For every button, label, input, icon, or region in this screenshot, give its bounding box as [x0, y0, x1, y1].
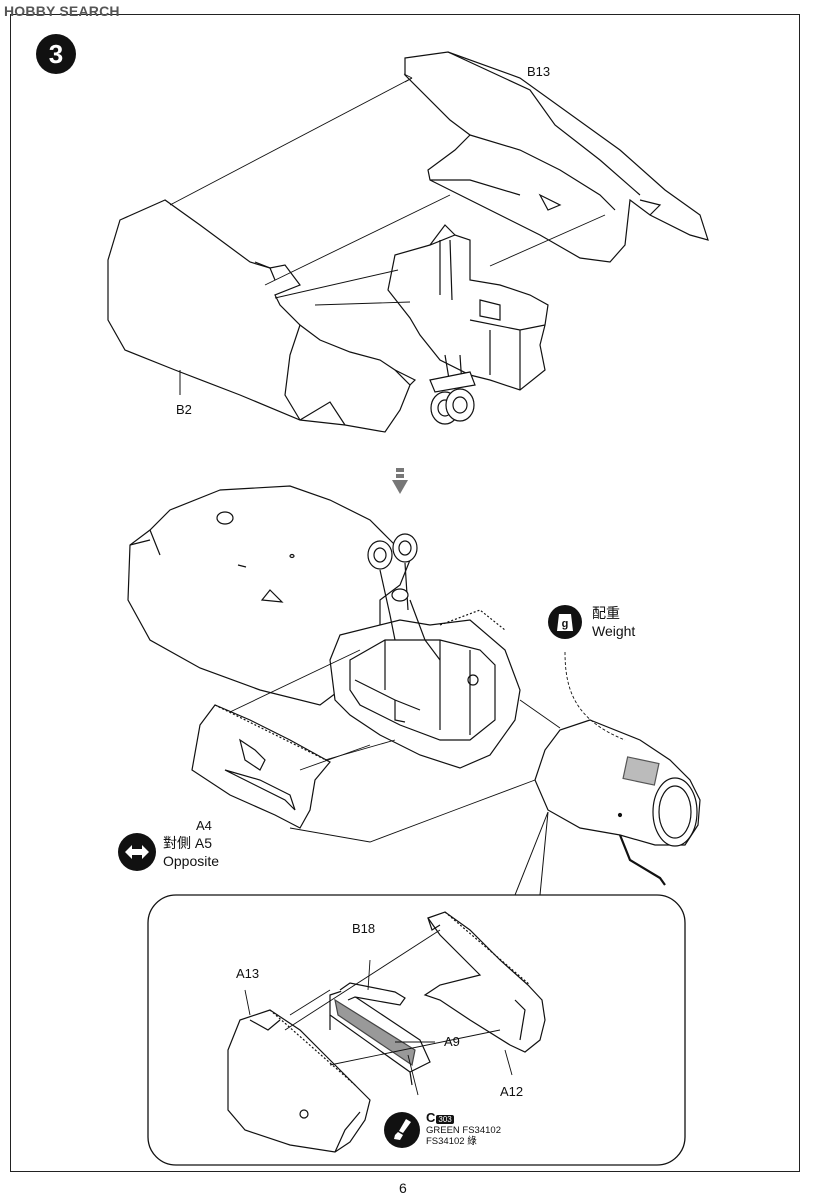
assembly-guide-lines-bottom [244, 929, 513, 1076]
assembly-guide-lines-mid [229, 649, 626, 843]
intake-half-a4 [191, 704, 331, 829]
nose-landing-gear-mid [367, 533, 441, 661]
opposite-note-text: Opposite [163, 853, 220, 869]
fuselage-half-b2 [107, 199, 417, 433]
part-label-b2: B2 [176, 402, 192, 417]
nose-cone [534, 719, 701, 886]
part-label-a9: A9 [444, 1034, 460, 1049]
assembly-guide-lines-top [169, 73, 606, 306]
fuselage-half-b13 [404, 51, 709, 263]
nose-landing-gear-top [429, 354, 476, 425]
opposite-note-cjk: 對側 [163, 835, 191, 851]
step-down-arrow [392, 468, 408, 494]
weight-note-cjk: 配重 [592, 605, 620, 621]
weight-note-text: Weight [592, 623, 636, 639]
weight-icon: g [548, 605, 582, 639]
opposite-note: 對側 A5 Opposite [163, 834, 219, 870]
paint-color-cjk: FS34102 綠 [426, 1136, 477, 1147]
part-label-a13: A13 [236, 966, 260, 981]
part-label-b13: B13 [527, 64, 551, 79]
weight-note: 配重 Weight [592, 604, 635, 640]
opposite-note-part: A5 [194, 835, 213, 851]
intake-half-a12 [423, 911, 546, 1053]
cockpit-tub [387, 224, 549, 391]
weight-icon-glyph: g [562, 618, 569, 630]
part-label-a4: A4 [196, 818, 212, 833]
part-label-a12: A12 [500, 1084, 524, 1099]
paint-code-letter: C [426, 1110, 436, 1125]
paint-brush-icon [384, 1112, 420, 1148]
paint-color-name: GREEN FS34102 [426, 1125, 501, 1136]
rod-b18 [339, 982, 406, 1006]
paint-code-number: 303 [436, 1115, 454, 1124]
paint-callout-line [407, 1054, 419, 1096]
page-frame [10, 14, 800, 1172]
page-number: 6 [399, 1180, 407, 1196]
watermark: HOBBY SEARCH [4, 3, 120, 19]
assembled-fuselage [127, 485, 521, 769]
double-arrow-icon [118, 833, 156, 871]
part-label-b18: B18 [352, 921, 376, 936]
detail-callout-lines [514, 811, 549, 896]
step-number-badge: 3 [36, 34, 76, 74]
